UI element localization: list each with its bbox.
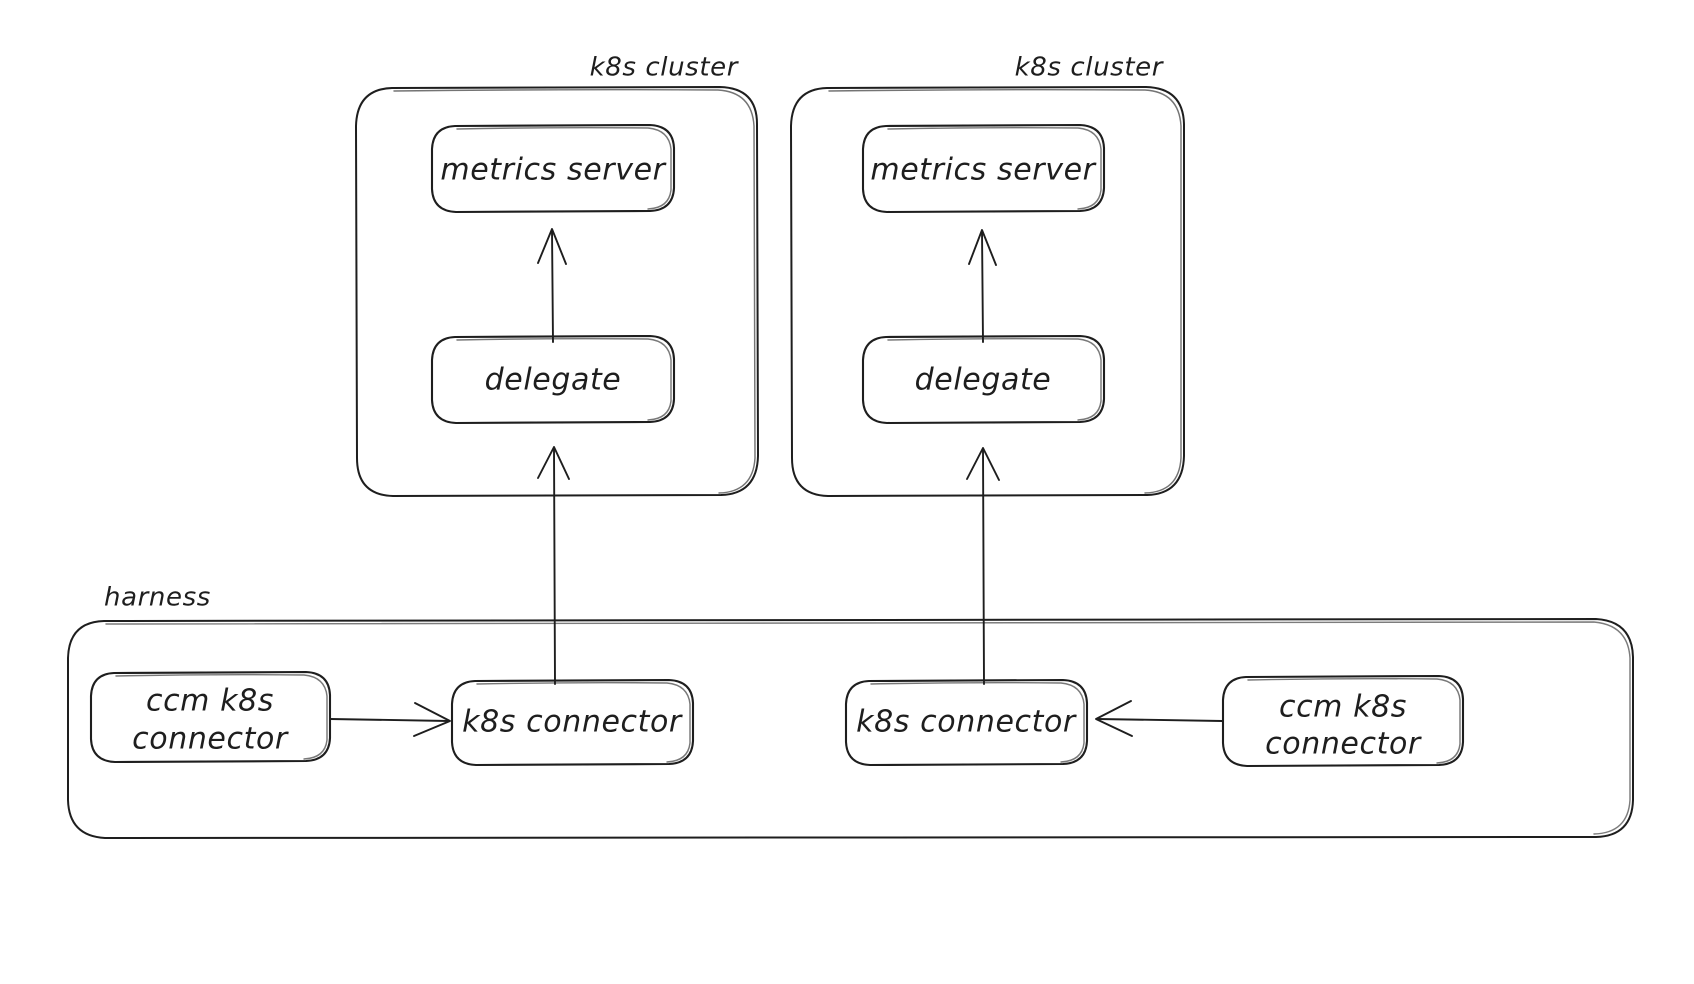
metrics-server-left-label: metrics server	[440, 153, 666, 188]
cluster-right-container[interactable]	[790, 86, 1185, 497]
harness-label: harness	[104, 583, 211, 613]
ccm-k8s-connector-right-label-line1: ccm k8s	[1279, 690, 1407, 725]
edge-connector-to-delegate-right	[966, 447, 1000, 685]
node-delegate-left[interactable]: delegate	[430, 334, 676, 425]
edge-ccm-to-connector-left	[329, 702, 451, 737]
node-k8s-connector-left[interactable]: k8s connector	[450, 678, 695, 767]
ccm-k8s-connector-left-label-line1: ccm k8s	[146, 684, 274, 719]
node-ccm-k8s-connector-left[interactable]: ccm k8s connector	[89, 670, 332, 764]
node-k8s-connector-right[interactable]: k8s connector	[844, 678, 1089, 767]
node-ccm-k8s-connector-right[interactable]: ccm k8s connector	[1221, 674, 1465, 768]
cluster-left-label: k8s cluster	[590, 53, 740, 83]
cluster-right-label: k8s cluster	[1015, 53, 1165, 83]
node-delegate-right[interactable]: delegate	[861, 334, 1106, 425]
edge-ccm-to-connector-right	[1095, 700, 1223, 737]
cluster-left-container[interactable]	[355, 86, 759, 497]
node-metrics-server-right[interactable]: metrics server	[861, 123, 1106, 214]
edge-connector-to-delegate-left	[537, 446, 570, 685]
edge-delegate-to-metrics-left	[537, 228, 567, 343]
edge-delegate-to-metrics-right	[968, 229, 997, 343]
ccm-k8s-connector-left-label-line2: connector	[132, 722, 289, 757]
ccm-k8s-connector-right-label-line2: connector	[1265, 727, 1422, 762]
delegate-left-label: delegate	[485, 363, 622, 398]
delegate-right-label: delegate	[915, 363, 1052, 398]
k8s-connector-right-label: k8s connector	[856, 705, 1077, 740]
node-metrics-server-left[interactable]: metrics server	[430, 123, 676, 214]
k8s-connector-left-label: k8s connector	[462, 705, 683, 740]
metrics-server-right-label: metrics server	[870, 153, 1096, 188]
